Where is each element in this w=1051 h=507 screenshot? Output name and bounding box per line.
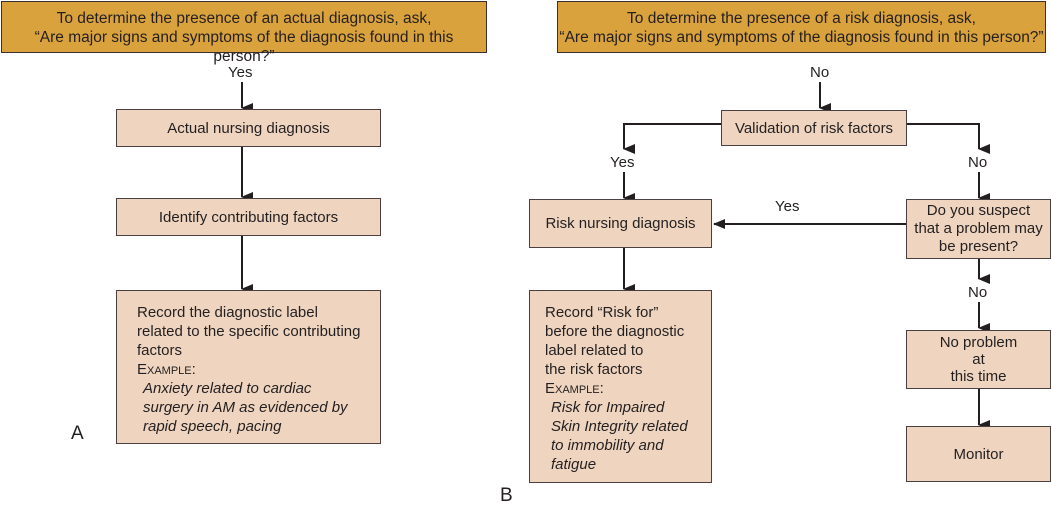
box-no-problem-at-this-time: No problem at this time — [906, 330, 1051, 389]
no-problem-line: No problem — [939, 334, 1018, 351]
header-line-2: “Are major signs and symptoms of the dia… — [559, 29, 1044, 46]
arrow-validation-to-yes — [623, 123, 721, 154]
label-yes-suspect: Yes — [775, 198, 800, 215]
example-line: surgery in AM as evidenced by — [143, 399, 348, 416]
header-line-1: To determine the presence of a risk diag… — [627, 10, 976, 27]
suspect-line: be present? — [938, 238, 1019, 255]
example-line: Skin Integrity related — [551, 418, 688, 435]
header-risk-diagnosis-question: To determine the presence of a risk diag… — [557, 1, 1046, 53]
box-text: Identify contributing factors — [158, 208, 339, 226]
record-line: related to the specific contributing — [137, 323, 361, 340]
box-validation-of-risk-factors: Validation of risk factors — [721, 110, 907, 146]
label-yes-validation: Yes — [610, 154, 635, 171]
box-text: Validation of risk factors — [734, 119, 894, 137]
example-line: Anxiety related to cardiac — [143, 380, 312, 397]
example-line: fatigue — [551, 456, 597, 473]
no-problem-line: at — [972, 351, 985, 368]
box-identify-contributing-factors: Identify contributing factors — [116, 198, 381, 236]
record-line: before the diagnostic — [545, 323, 685, 340]
example-label: Example: — [137, 361, 196, 378]
header-line-2: “Are major signs and symptoms of the dia… — [34, 29, 454, 65]
box-risk-nursing-diagnosis: Risk nursing diagnosis — [529, 199, 712, 248]
record-line: factors — [137, 342, 183, 359]
label-no: No — [810, 64, 830, 81]
box-text: Risk nursing diagnosis — [545, 215, 696, 232]
box-text: Monitor — [953, 445, 1004, 463]
box-record-risk-for: Record “Risk for” before the diagnostic … — [529, 290, 712, 483]
box-suspect-problem: Do you suspect that a problem may be pre… — [906, 199, 1051, 259]
header-actual-diagnosis-question: To determine the presence of an actual d… — [1, 1, 487, 65]
label-yes: Yes — [228, 64, 253, 81]
example-line: to immobility and — [551, 437, 664, 454]
label-no-suspect: No — [968, 284, 988, 301]
suspect-line: Do you suspect — [926, 202, 1031, 219]
example-line: rapid speech, pacing — [143, 418, 282, 435]
box-monitor: Monitor — [906, 426, 1051, 482]
example-line: Risk for Impaired — [551, 399, 665, 416]
panel-label-b: B — [500, 485, 513, 506]
box-text: Actual nursing diagnosis — [167, 119, 330, 137]
record-line: Record the diagnostic label — [137, 304, 318, 321]
header-line-1: To determine the presence of an actual d… — [56, 10, 432, 27]
arrow-validation-to-no — [893, 123, 990, 154]
suspect-line: that a problem may — [914, 220, 1043, 237]
panel-label-a: A — [71, 423, 84, 444]
record-line: Record “Risk for” — [545, 304, 659, 321]
example-label: Example: — [545, 380, 604, 397]
record-line: the risk factors — [545, 361, 643, 378]
label-no-validation: No — [968, 154, 988, 171]
box-record-diagnostic-label: Record the diagnostic label related to t… — [116, 290, 381, 444]
record-line: label related to — [545, 342, 644, 359]
no-problem-line: this time — [950, 368, 1007, 385]
box-actual-nursing-diagnosis: Actual nursing diagnosis — [116, 109, 381, 147]
